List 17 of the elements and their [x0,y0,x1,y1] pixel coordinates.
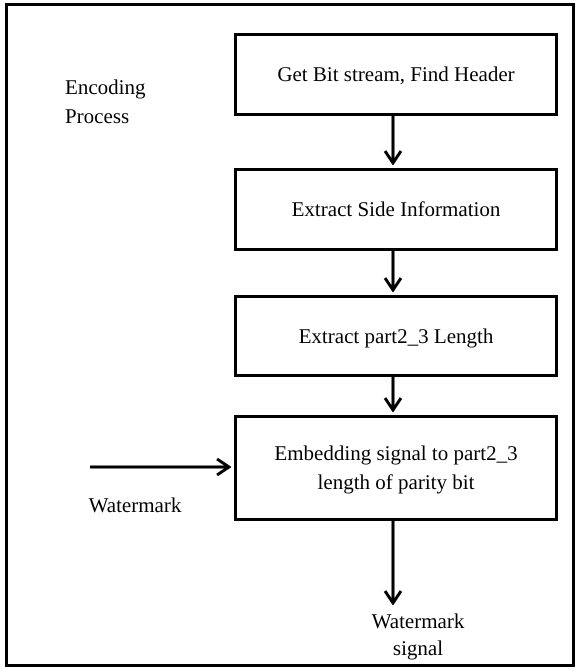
arrow [90,458,230,476]
node-label: Watermark [88,492,182,519]
node-label: Extract Side Information [292,196,500,223]
node-label: Get Bit stream, Find Header [277,61,515,88]
node-label: Watermark signal [370,608,466,662]
frame-title: Encoding Process [65,74,146,130]
process-box [234,295,558,377]
process-box [234,33,558,116]
node-label: Embedding signal to part2_3 length of parity bit [273,440,519,496]
node-label: Extract part2_3 Length [298,322,494,350]
process-box [234,415,558,521]
arrow [384,518,402,604]
arrow [384,248,402,292]
process-frame [5,3,575,667]
process-box [234,168,558,251]
arrow [384,113,402,164]
arrow [384,374,402,412]
